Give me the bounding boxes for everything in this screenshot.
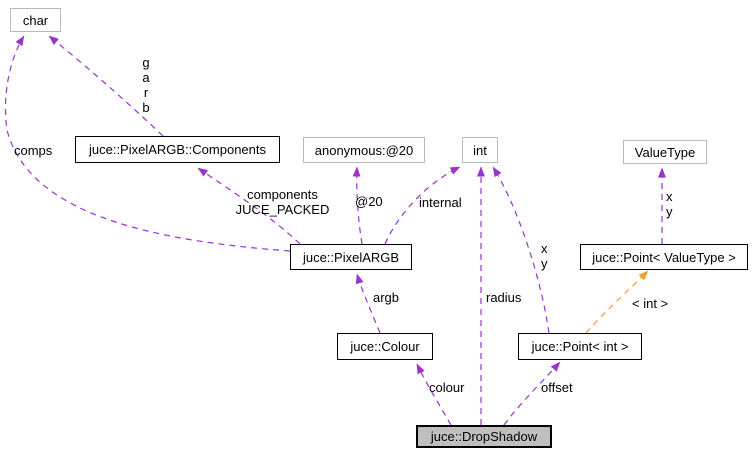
node-pixelargb-components[interactable]: juce::PixelARGB::Components	[75, 136, 280, 163]
edge-label-internal: internal	[419, 195, 462, 210]
edge-label-argb: argb	[373, 290, 400, 305]
edge-label-colour: colour	[429, 380, 465, 395]
edge-label-g-a-r-b: g a r b	[142, 55, 150, 115]
edge-label-x-y-int: x y	[541, 241, 548, 271]
edge-argb	[355, 273, 381, 334]
node-int: int	[462, 137, 498, 163]
edge-components-juce-packed	[197, 167, 301, 245]
edge-label-radius: radius	[486, 290, 522, 305]
node-dropshadow: juce::DropShadow	[416, 425, 552, 448]
edge-internal	[384, 166, 461, 245]
node-pixelargb[interactable]: juce::PixelARGB	[290, 244, 412, 270]
edge-g-a-r-b	[48, 35, 164, 137]
edge-label-at20: @20	[355, 194, 383, 209]
edge-x-y-int	[492, 166, 550, 334]
edge-label-offset: offset	[541, 380, 573, 395]
edge-label-components-juce-packed: components JUCE_PACKED	[235, 187, 330, 217]
edge-label-x-y-valuetype: x y	[666, 189, 673, 219]
node-point-int[interactable]: juce::Point< int >	[518, 333, 642, 360]
edge-comps	[4, 35, 291, 252]
node-anonymous-at20: anonymous:@20	[303, 137, 425, 163]
node-valuetype: ValueType	[623, 140, 707, 164]
edge-label-template-int: < int >	[632, 296, 669, 311]
edge-template-int	[585, 270, 649, 334]
node-colour[interactable]: juce::Colour	[337, 333, 433, 360]
node-point-valuetype[interactable]: juce::Point< ValueType >	[580, 244, 748, 270]
edge-colour	[416, 363, 452, 426]
node-char: char	[10, 8, 61, 32]
edge-label-comps: comps	[14, 143, 53, 158]
edge-at20	[352, 166, 363, 245]
